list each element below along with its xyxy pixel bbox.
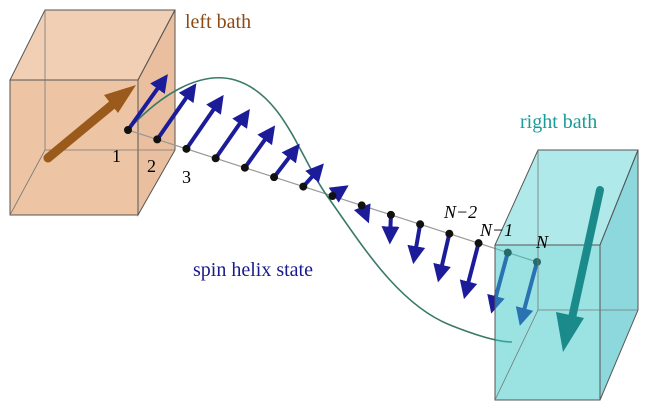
spin-arrow-2 <box>155 83 197 141</box>
site-label-2: 2 <box>147 156 156 176</box>
spin-site-7 <box>299 182 308 191</box>
spin-site-2 <box>153 135 162 144</box>
spin-site-13 <box>474 239 483 248</box>
spin-site-8 <box>328 192 337 200</box>
right-bath-arrow <box>556 186 604 352</box>
spin-site-12 <box>445 229 454 238</box>
spin-site-9 <box>357 201 366 210</box>
right-bath-box <box>494 149 639 401</box>
spin-arrow-13 <box>459 242 481 300</box>
spin-site-4 <box>211 154 220 163</box>
spin-site-10 <box>386 210 395 219</box>
spin-arrow-5 <box>243 125 276 169</box>
spin-helix-state-label: spin helix state <box>193 259 313 281</box>
spin-arrow-12 <box>433 233 452 283</box>
right-bath-label: right bath <box>520 111 597 133</box>
spin-site-1 <box>124 126 132 134</box>
left-bath-box <box>9 9 176 217</box>
site-label-3: 3 <box>182 167 191 187</box>
left-bath-label: left bath <box>185 11 251 33</box>
spin-site-6 <box>270 173 279 182</box>
site-label-1: 1 <box>112 146 121 166</box>
spin-arrow-6 <box>272 143 300 179</box>
left-bath-arrow <box>43 85 136 163</box>
site-label-n: N <box>535 232 549 252</box>
site-label-n-minus-2: N−2 <box>443 202 477 222</box>
spin-arrow-1 <box>126 74 168 132</box>
spin-site-5 <box>240 163 249 172</box>
spin-arrow-11 <box>407 223 426 265</box>
spin-site-3 <box>182 144 191 153</box>
spin-site-11 <box>416 220 425 229</box>
spin-arrow-4 <box>214 108 250 160</box>
spin-arrow-3 <box>184 94 224 150</box>
site-label-n-minus-1: N−1 <box>479 220 513 240</box>
spin-arrows <box>124 74 541 326</box>
